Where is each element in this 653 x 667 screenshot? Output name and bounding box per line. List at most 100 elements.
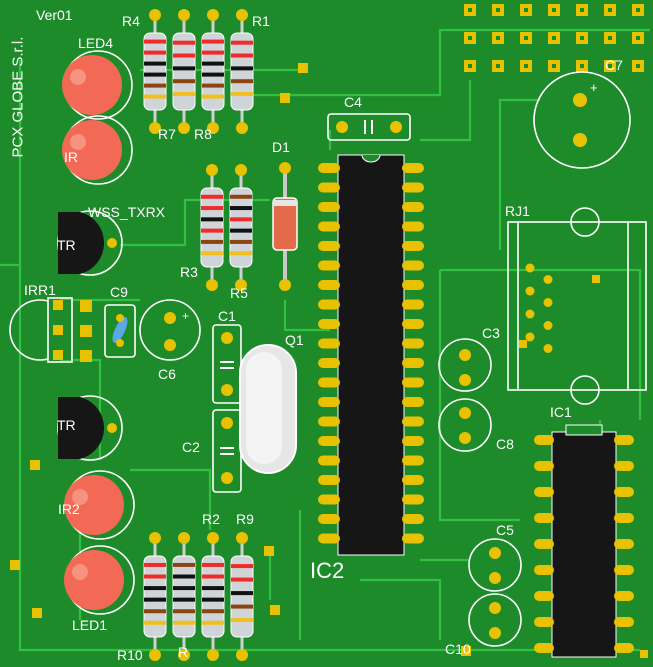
ic1-pin	[614, 617, 634, 627]
label-r3: R3	[180, 264, 198, 280]
rj1-pin	[543, 321, 553, 330]
ic1-pin	[534, 539, 554, 549]
crystal-q1	[239, 344, 297, 474]
ic1-pin	[614, 565, 634, 575]
ic2-pin	[318, 221, 340, 232]
ic2-pin	[318, 299, 340, 310]
label-ic2: IC2	[310, 558, 345, 583]
ic2-pin	[318, 202, 340, 212]
resistor	[143, 532, 167, 661]
ic1-pin	[614, 643, 634, 653]
label-r9: R9	[236, 511, 254, 527]
rj1-pin	[525, 332, 535, 342]
label-c4: C4	[344, 94, 362, 110]
label-rj1: RJ1	[505, 203, 530, 219]
ic1-pin	[534, 591, 554, 601]
ic2-pin	[318, 182, 340, 193]
label-d1: D1	[272, 139, 290, 155]
ic2-pin	[318, 358, 340, 368]
resistor	[172, 9, 196, 134]
ic2-pin	[402, 182, 424, 193]
ic1-pin	[614, 435, 634, 445]
label-c3: C3	[482, 325, 500, 341]
ic1-pin	[534, 617, 554, 627]
label-irr1: IRR1	[24, 282, 56, 298]
ic2-pin	[318, 533, 340, 544]
label-wss: WSS_TXRX	[88, 204, 166, 220]
ic2-pin	[402, 436, 424, 446]
capacitor-c2	[212, 409, 242, 493]
capacitor-c5	[468, 538, 522, 592]
led-ir	[62, 115, 133, 185]
ic1-pin	[614, 539, 634, 549]
ic2-pin	[402, 319, 424, 329]
resistor	[201, 532, 225, 661]
ic2-pin	[318, 319, 340, 329]
capacitor-c9	[104, 304, 136, 358]
label-c10: C10	[445, 641, 471, 657]
resistor	[230, 532, 254, 661]
ic2-pin	[318, 475, 340, 485]
ic2-pin	[402, 377, 424, 388]
label-c1: C1	[218, 308, 236, 324]
led1	[64, 545, 135, 615]
diode-d1	[272, 162, 298, 291]
rj1-pin	[543, 344, 553, 353]
ic2-pin	[318, 241, 340, 251]
ic2-pin	[402, 221, 424, 232]
capacitor-c10	[468, 593, 522, 647]
rj1-pins	[525, 263, 553, 353]
ic2-pin	[402, 260, 424, 271]
ic2-pin	[402, 397, 424, 407]
ic2-pin	[318, 338, 340, 349]
ic1-pin	[614, 487, 634, 497]
ic2-pin	[402, 280, 424, 290]
ic2-pin	[318, 514, 340, 524]
led4	[62, 50, 133, 120]
ic1-pin	[534, 487, 554, 497]
ic2-pin	[402, 163, 424, 173]
rj1-pin	[543, 275, 553, 284]
label-r2: R2	[202, 511, 220, 527]
label-ir2: IR2	[58, 501, 80, 517]
resistor	[200, 164, 224, 291]
capacitor-c3	[438, 338, 492, 392]
resistor	[143, 9, 167, 134]
ic2-pin	[318, 494, 340, 505]
ic2-pin	[402, 358, 424, 368]
rj1-pin	[543, 298, 553, 307]
label-led4: LED4	[78, 35, 114, 51]
ic2-pin	[318, 280, 340, 290]
rj1-pin	[525, 309, 535, 319]
label-c6: C6	[158, 366, 176, 382]
ic1-pin	[534, 513, 554, 523]
ic1-pin	[534, 565, 554, 575]
ic1-pin	[614, 513, 634, 523]
svg-text:+: +	[590, 80, 598, 95]
misc-pads	[10, 63, 648, 658]
ic1-pin	[614, 461, 634, 471]
capacitor-c8	[438, 398, 492, 452]
ic2-pin	[318, 260, 340, 271]
label-r5: R5	[230, 285, 248, 301]
resistor	[172, 532, 196, 661]
resistor-array	[143, 9, 254, 661]
label-r4: R4	[122, 13, 140, 29]
version-label: Ver01	[36, 7, 73, 23]
label-ic1: IC1	[550, 404, 572, 420]
ic1-pin	[614, 591, 634, 601]
copper-traces	[0, 28, 650, 652]
header-pad-grid	[464, 4, 644, 72]
capacitor-c7: +	[533, 71, 631, 169]
ic1-chip	[534, 424, 634, 658]
resistor	[201, 9, 225, 134]
resistor	[230, 9, 254, 134]
ic1-pin	[534, 643, 554, 653]
ic2-pin	[318, 455, 340, 466]
ic2-pin	[402, 202, 424, 212]
irr1-receiver	[9, 297, 92, 363]
ic1-pin	[534, 435, 554, 445]
label-r10: R10	[117, 647, 143, 663]
capacitor-c4	[327, 113, 411, 141]
